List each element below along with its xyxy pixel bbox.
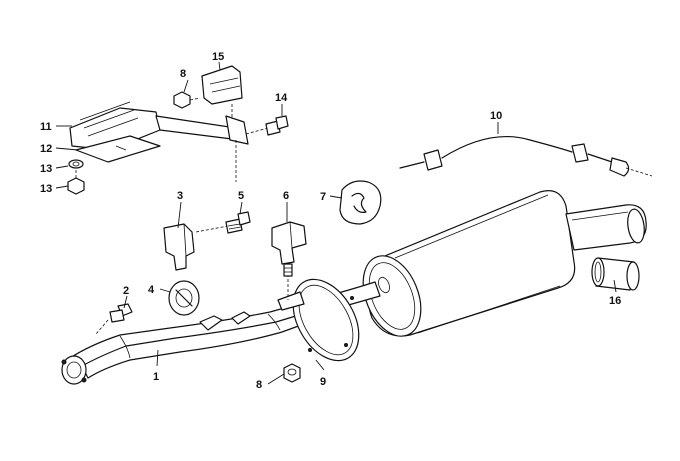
support-bracket-assembly	[69, 65, 249, 182]
washer-14	[68, 159, 84, 169]
nut-13-lower	[67, 170, 85, 195]
callout-4: 4	[148, 284, 155, 296]
nut-lower	[283, 363, 301, 383]
callout-13-lower: 13	[40, 183, 52, 195]
tailpipe-sleeve	[591, 257, 640, 291]
callout-10: 10	[490, 110, 502, 122]
rubber-mount	[339, 180, 382, 225]
callout-13-upper: 14	[275, 92, 288, 104]
bolt-5	[195, 211, 251, 234]
oxygen-sensor-cable	[399, 135, 653, 177]
callout-2: 2	[123, 285, 129, 297]
pipe-clamp	[277, 278, 360, 362]
callout-12: 12	[40, 143, 52, 155]
callout-6: 6	[283, 190, 289, 202]
callout-8-upper: 8	[180, 68, 186, 80]
leader-lines	[55, 61, 617, 385]
hanger-bracket	[271, 221, 307, 300]
callout-7: 7	[320, 191, 326, 203]
callout-8-lower: 8	[256, 379, 262, 391]
callout-3: 3	[177, 190, 183, 202]
callout-numbers: 1 2 3 4 5 6 7 8 8 9 10 11 12 13 13 14 15…	[40, 51, 621, 391]
callout-15: 15	[212, 51, 224, 63]
rear-muffler	[362, 190, 647, 337]
bolt-13-upper	[245, 115, 289, 136]
nut-upper	[173, 91, 201, 109]
holder-bracket	[163, 223, 195, 271]
rubber-ring	[168, 280, 200, 316]
callout-5: 5	[238, 190, 244, 202]
bolt-2	[95, 303, 133, 335]
callout-9: 9	[320, 376, 326, 388]
callout-14: 13	[40, 163, 52, 175]
callout-11: 11	[40, 121, 52, 133]
callout-1: 1	[153, 371, 159, 383]
callout-16: 16	[609, 295, 621, 307]
